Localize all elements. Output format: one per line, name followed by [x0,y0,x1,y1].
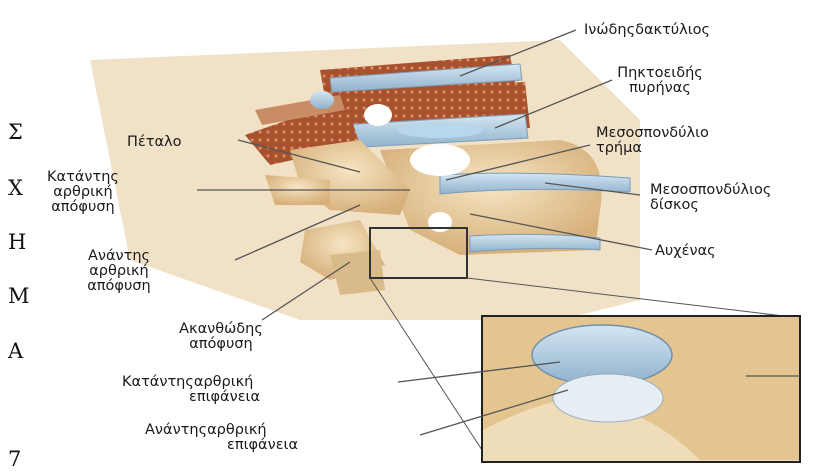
label-spinous: Ακανθώδης απόφυση [160,322,282,352]
label-disc: Μεσοσπονδύλιος δίσκος [650,183,771,213]
label-spinous-line2: απόφυση [160,337,282,352]
inset-superior-surface [553,374,663,422]
label-foramen-line2: τρήμα [596,141,709,156]
side-letter-3: Η [8,230,26,254]
label-inferior-process-line1: Κατάντης [28,170,138,185]
side-letter-6: 7 [8,447,21,471]
label-neck: Αυχένας [655,244,716,259]
nucleus-pulposus [398,122,482,138]
side-letter-1: Σ [8,120,23,144]
label-foramen-line1: Μεσοσπονδύλιο [596,126,709,141]
label-spinous-line1: Ακανθώδης [160,322,282,337]
label-disc-line2: δίσκος [650,198,771,213]
label-superior-process-line3: απόφυση [60,279,178,294]
label-annulus: Ινώδηςδακτύλιος [584,23,710,38]
small-disc [310,91,334,109]
label-inferior-process-line2: αρθρική [28,185,138,200]
side-letter-5: Α [8,339,23,363]
label-nucleus: Πηκτοειδής πυρήνας [612,66,708,96]
label-superior-process-line1: Ανάντης [60,249,178,264]
label-inferior-surface-line1: Κατάντηςαρθρική [122,375,260,390]
label-petalo: Πέταλο [127,135,181,150]
label-superior-process: Ανάντης αρθρική απόφυση [60,249,178,294]
label-nucleus-line1: Πηκτοειδής [612,66,708,81]
label-inferior-process: Κατάντης αρθρική απόφυση [28,170,138,215]
side-letter-4: Μ [8,284,30,308]
label-superior-surface-line1: Ανάντηςαρθρική [145,423,298,438]
side-letter-2: Χ [8,176,23,200]
label-superior-surface: Ανάντηςαρθρική επιφάνεια [145,423,298,453]
upper-foramen [364,104,392,126]
label-inferior-surface: Κατάντηςαρθρική επιφάνεια [122,375,260,405]
intervertebral-foramen [410,144,470,176]
label-inferior-surface-line2: επιφάνεια [122,390,260,405]
label-nucleus-line2: πυρήνας [612,81,708,96]
label-disc-line1: Μεσοσπονδύλιος [650,183,771,198]
label-superior-surface-line2: επιφάνεια [145,438,298,453]
label-foramen: Μεσοσπονδύλιο τρήμα [596,126,709,156]
label-superior-process-line2: αρθρική [60,264,178,279]
label-inferior-process-line3: απόφυση [28,200,138,215]
